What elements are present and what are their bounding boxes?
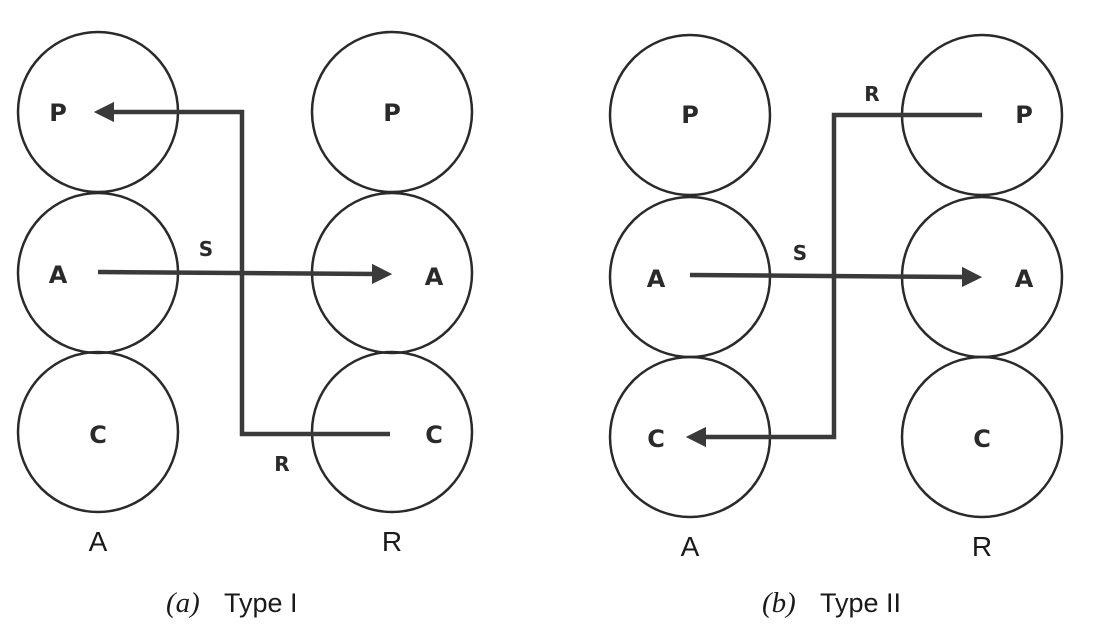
response-arrow <box>685 112 982 448</box>
response-label: R <box>274 452 289 476</box>
ego-label-child: C <box>425 421 443 449</box>
right-person-ego-states: P A C <box>310 30 474 514</box>
ego-label-child: C <box>89 421 107 449</box>
ego-circle-child <box>16 350 180 514</box>
left-person-ego-states: P A C <box>608 33 772 519</box>
ego-circle-parent <box>608 33 772 197</box>
right-person-label: R <box>382 526 402 557</box>
ego-label-adult: A <box>425 263 444 291</box>
ego-circle-child <box>900 355 1064 519</box>
ego-label-child: C <box>973 425 991 453</box>
caption-type-2: (b) Type II <box>762 587 901 619</box>
stimulus-arrow <box>97 263 393 285</box>
left-person-ego-states: P A C <box>16 30 180 514</box>
caption-letter: (b) <box>762 587 796 619</box>
left-person-label: A <box>681 531 700 562</box>
stimulus-arrow <box>689 266 983 288</box>
stimulus-label: S <box>793 241 807 265</box>
diagram-type-2: P A C P A C S R A R (b) Type II <box>608 33 1064 619</box>
caption-type-1: (a) Type I <box>166 587 298 619</box>
ego-label-parent: P <box>681 101 699 129</box>
left-person-label: A <box>89 526 108 557</box>
caption-text: Type II <box>820 588 901 618</box>
caption-letter: (a) <box>166 587 200 619</box>
right-person-label: R <box>972 531 992 562</box>
ego-label-parent: P <box>49 99 67 127</box>
ego-label-adult: A <box>49 261 68 289</box>
ego-label-adult: A <box>1015 265 1034 293</box>
ego-label-parent: P <box>383 99 401 127</box>
ego-label-adult: A <box>647 265 666 293</box>
caption-text: Type I <box>224 588 298 618</box>
ego-label-child: C <box>647 425 665 453</box>
response-label: R <box>864 82 879 106</box>
diagram-type-1: P A C P A C S R A R (a) Type I <box>16 30 474 619</box>
ego-label-parent: P <box>1015 101 1033 129</box>
response-arrow <box>93 101 390 437</box>
stimulus-label: S <box>199 237 213 261</box>
